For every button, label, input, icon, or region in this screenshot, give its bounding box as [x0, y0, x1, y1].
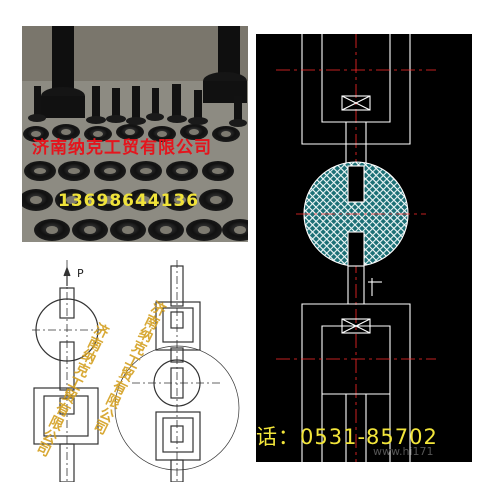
mobile-watermark: 13698644136: [58, 191, 200, 211]
line-sketch-art: [32, 260, 240, 482]
site-watermark: www.hi171: [373, 445, 434, 458]
load-marker-label: P: [77, 267, 84, 280]
company-watermark: 济南纳克工贸有限公司: [32, 138, 212, 158]
phone-watermark: 话：0531-85702: [256, 425, 438, 449]
cad-drawing-art: [276, 34, 436, 462]
fixtures-photo-art: [22, 26, 248, 242]
fixtures-photo: [22, 26, 248, 242]
cad-drawing: [256, 34, 472, 462]
line-sketch: [22, 250, 248, 482]
